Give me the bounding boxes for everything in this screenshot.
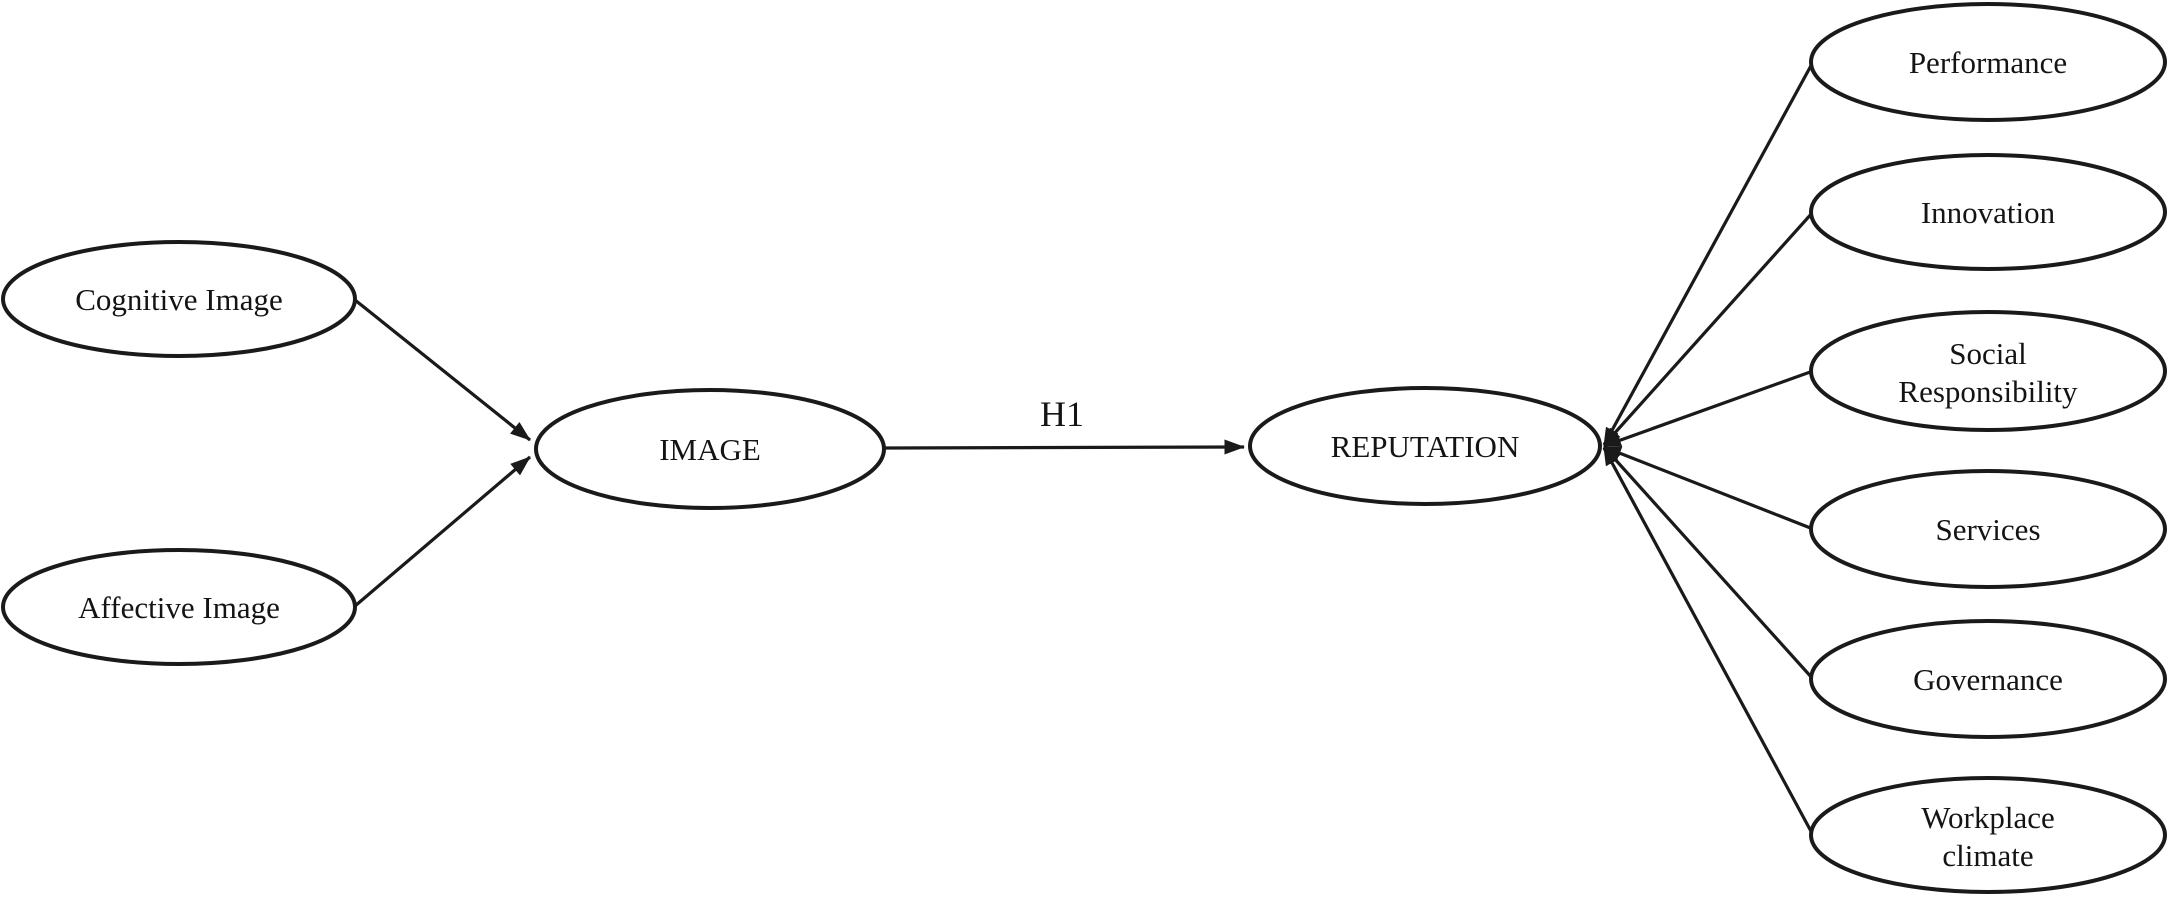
workplace-climate-ellipse — [1809, 776, 2167, 894]
social-responsibility-label-line2: Responsibility — [1898, 374, 2078, 409]
edge-social-responsibility-to-reputation — [1603, 369, 1814, 448]
workplace-climate-label-line1: Workplace — [1921, 800, 2055, 835]
edges: H1 — [353, 61, 1815, 836]
node-cognitive-image: Cognitive Image — [1, 240, 357, 358]
social-responsibility-label-line1: Social — [1949, 336, 2027, 371]
image-label: IMAGE — [659, 432, 761, 467]
node-affective-image: Affective Image — [1, 548, 357, 666]
node-innovation: Innovation — [1809, 153, 2167, 271]
node-social-responsibility: Social Responsibility — [1809, 310, 2167, 432]
node-image: IMAGE — [534, 388, 886, 510]
edge-image-to-reputation — [883, 439, 1245, 455]
edge-affective-image-to-image — [353, 455, 532, 608]
governance-label: Governance — [1913, 662, 2063, 697]
image-ellipse — [534, 388, 886, 510]
cognitive-image-ellipse — [1, 240, 357, 358]
innovation-ellipse — [1809, 153, 2167, 271]
performance-label: Performance — [1909, 45, 2067, 80]
node-services: Services — [1809, 469, 2167, 589]
node-governance: Governance — [1809, 619, 2167, 739]
node-reputation: REPUTATION — [1248, 386, 1602, 506]
social-responsibility-ellipse — [1809, 310, 2167, 432]
reputation-ellipse — [1248, 386, 1602, 506]
cognitive-image-label: Cognitive Image — [75, 282, 282, 317]
node-performance: Performance — [1809, 2, 2167, 122]
edge-innovation-to-reputation — [1602, 210, 1815, 447]
node-workplace-climate: Workplace climate — [1809, 776, 2167, 894]
edge-cognitive-image-to-image — [354, 298, 531, 442]
workplace-climate-label-line2: climate — [1942, 838, 2033, 873]
services-ellipse — [1809, 469, 2167, 589]
edge-performance-to-reputation — [1602, 61, 1815, 446]
innovation-label: Innovation — [1921, 195, 2056, 230]
governance-ellipse — [1809, 619, 2167, 739]
edge-services-to-reputation — [1603, 445, 1814, 531]
services-label: Services — [1935, 512, 2040, 547]
h1-path-label: H1 — [1040, 394, 1084, 434]
edge-governance-to-reputation — [1602, 445, 1815, 681]
affective-image-ellipse — [1, 548, 357, 666]
reputation-label: REPUTATION — [1331, 429, 1520, 464]
edge-workplace-climate-to-reputation — [1602, 447, 1815, 836]
performance-ellipse — [1809, 2, 2167, 122]
affective-image-label: Affective Image — [78, 590, 280, 625]
